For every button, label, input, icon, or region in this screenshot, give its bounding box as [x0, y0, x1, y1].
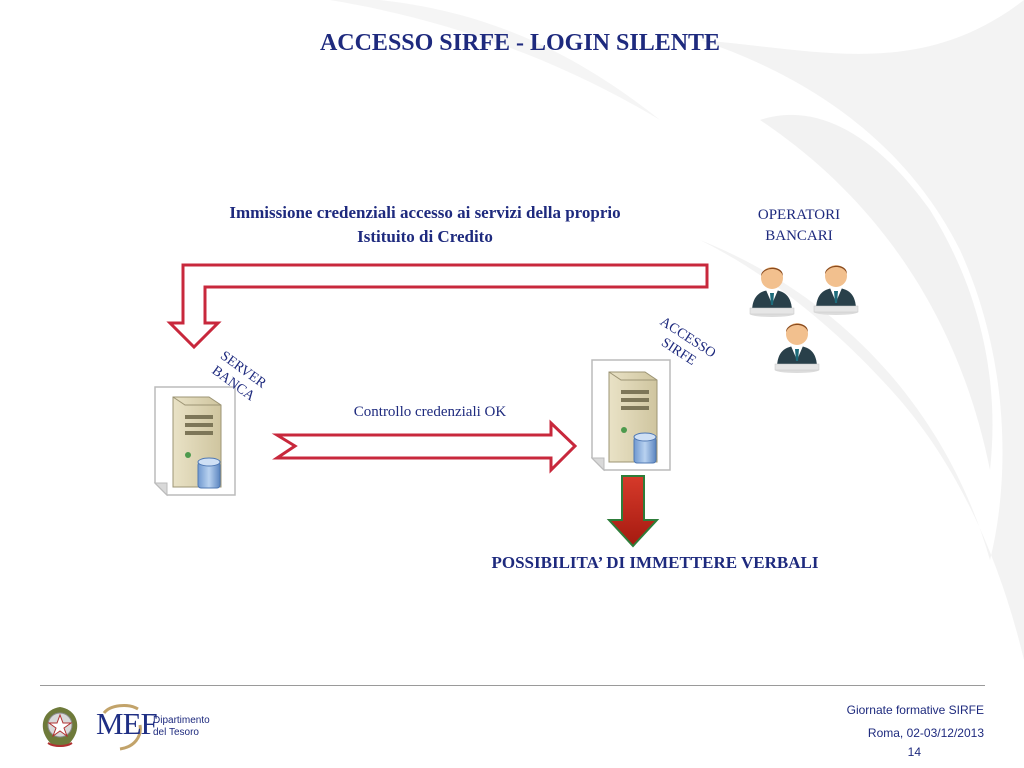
footer-event: Giornate formative SIRFE: [846, 703, 984, 717]
result-down-arrow: [606, 475, 660, 548]
operators-line-2: BANCARI: [765, 228, 833, 244]
operators-label: OPERATORI BANCARI: [735, 205, 863, 247]
page-number: 14: [907, 745, 921, 759]
operator-person-icon: [813, 265, 859, 315]
operator-person-icon: [774, 323, 820, 373]
instruction-line-2: Istituito di Credito: [357, 227, 493, 246]
result-label: POSSIBILITA’ DI IMMETTERE VERBALI: [491, 553, 819, 572]
login-flow-arrow: [166, 263, 709, 350]
mef-logo-text: MEF: [96, 706, 158, 741]
server-sirfe-icon: [590, 359, 671, 472]
department-name: Dipartimento del Tesoro: [153, 715, 210, 739]
server-banca-icon: [153, 386, 236, 497]
slide-title: ACCESSO SIRFE - LOGIN SILENTE: [319, 30, 721, 56]
operators-line-1: OPERATORI: [757, 207, 841, 223]
footer-place-date: Roma, 02-03/12/2013: [867, 726, 984, 740]
operator-person-icon: [749, 267, 795, 317]
footer-divider: [40, 685, 985, 686]
credential-check-arrow: [271, 419, 578, 474]
republic-emblem-icon: [42, 707, 78, 747]
department-line-2: del Tesoro: [153, 727, 199, 738]
credential-check-label: Controllo credenziali OK: [353, 404, 507, 420]
mef-logo-icon: [102, 704, 142, 751]
instruction-text: Immissione credenziali accesso ai serviz…: [170, 201, 680, 249]
department-line-1: Dipartimento: [153, 715, 210, 726]
instruction-line-1: Immissione credenziali accesso ai serviz…: [229, 203, 621, 222]
